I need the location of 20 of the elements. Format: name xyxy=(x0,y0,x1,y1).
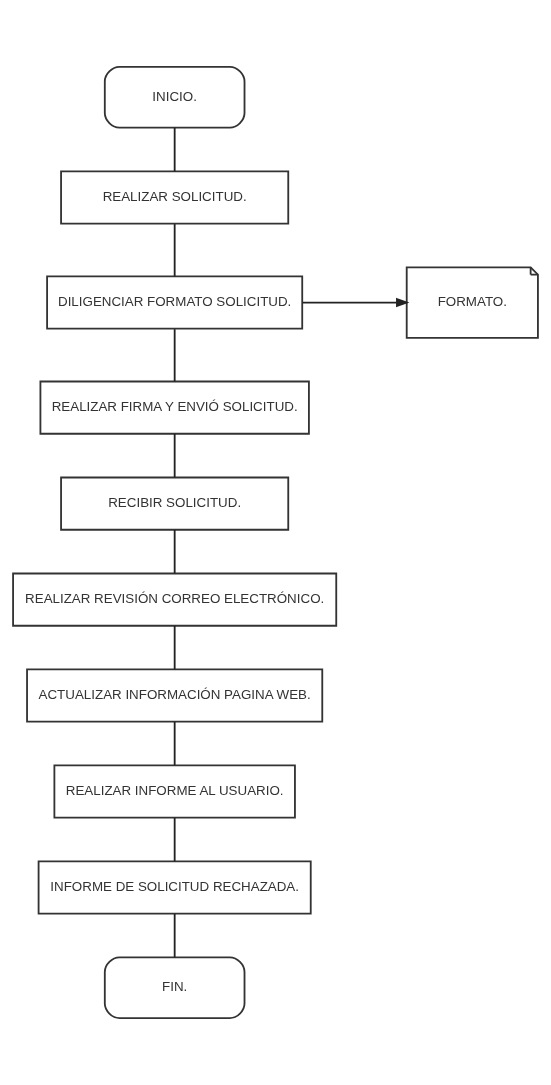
node-box: INICIO. xyxy=(103,65,246,129)
connector xyxy=(173,223,176,278)
connector xyxy=(173,328,176,383)
node-box: ACTUALIZAR INFORMACIÓN PAGINA WEB. xyxy=(26,668,324,723)
connector xyxy=(173,913,176,959)
node-box: INFORME DE SOLICITUD RECHAZADA. xyxy=(37,860,312,915)
node-box: FIN. xyxy=(103,956,246,1020)
node-box: REALIZAR INFORME AL USUARIO. xyxy=(53,764,296,819)
connector xyxy=(173,529,176,575)
arrow xyxy=(301,297,410,308)
node-box: DILIGENCIAR FORMATO SOLICITUD. xyxy=(46,275,304,330)
node-box: REALIZAR FIRMA Y ENVIÓ SOLICITUD. xyxy=(39,380,310,435)
node-box: REALIZAR SOLICITUD. xyxy=(60,170,290,225)
connector xyxy=(173,720,176,767)
node-box: RECIBIR SOLICITUD. xyxy=(60,476,290,531)
connector xyxy=(173,816,176,863)
connector xyxy=(173,624,176,671)
connector xyxy=(173,126,176,173)
connector xyxy=(173,433,176,479)
node-box: REALIZAR REVISIÓN CORREO ELECTRÓNICO. xyxy=(12,572,338,627)
